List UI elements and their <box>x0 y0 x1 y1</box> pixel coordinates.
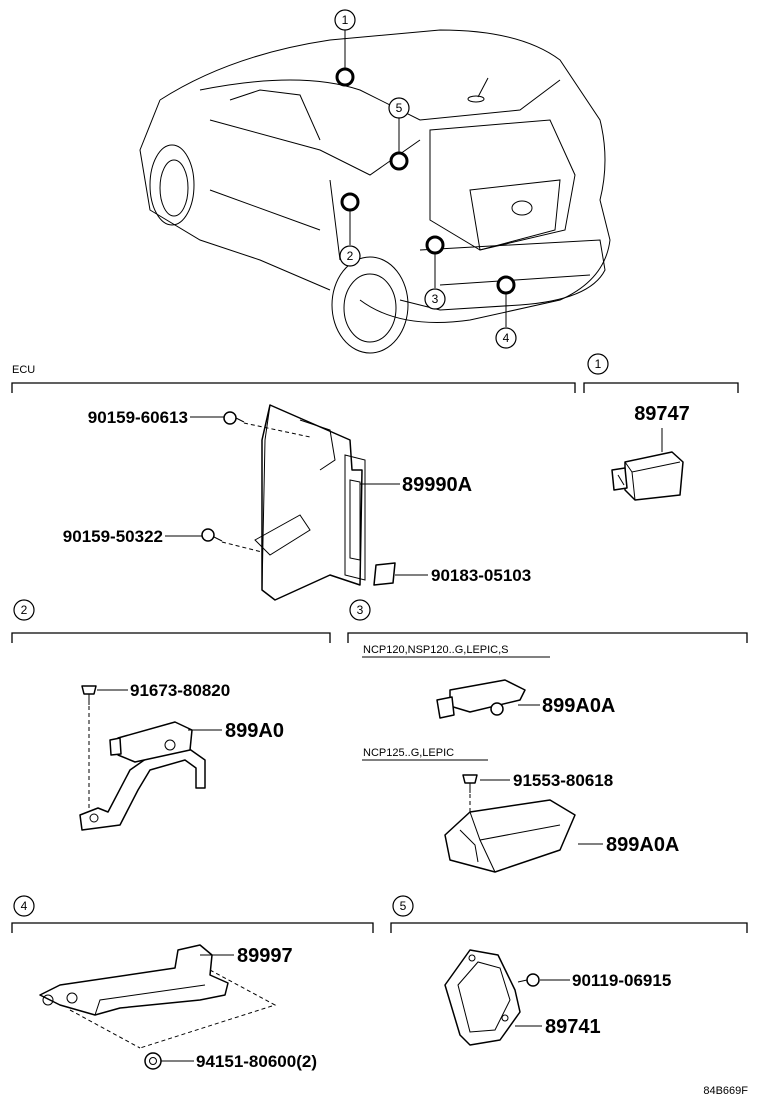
location-marker-4 <box>496 275 516 295</box>
part-number-91673-80820: 91673-80820 <box>130 681 230 700</box>
section-2-ref: 2 <box>21 603 28 617</box>
module-89741 <box>444 949 521 1046</box>
part-number-899a0: 899A0 <box>225 720 284 742</box>
section-1-ref: 1 <box>595 357 602 371</box>
sensor-89997 <box>39 944 229 1016</box>
part-number-899a0a-a: 899A0A <box>542 695 615 717</box>
part-number-90159-50322: 90159-50322 <box>63 527 163 546</box>
svg-text:4: 4 <box>503 331 510 345</box>
section-5: 5 90119-06915 89741 <box>390 895 748 1046</box>
part-number-91553-80618: 91553-80618 <box>513 771 613 790</box>
ecu-clip <box>373 562 396 586</box>
part-number-89747: 89747 <box>634 403 690 425</box>
screw-icon-upper <box>223 411 245 425</box>
section-3-ref: 3 <box>357 603 364 617</box>
sensor-89747 <box>624 451 684 501</box>
part-number-90183-05103: 90183-05103 <box>431 566 531 585</box>
nut-icon-90119 <box>517 973 540 987</box>
vehicle-callout-2: 2 <box>339 245 361 267</box>
part-number-89741: 89741 <box>545 1016 601 1038</box>
section-ecu-title: ECU <box>12 364 35 376</box>
svg-text:1: 1 <box>342 13 349 27</box>
vehicle-callout-4: 4 <box>495 327 517 349</box>
variant-label-ncp125: NCP125..G,LEPIC <box>363 747 454 759</box>
section-ecu: ECU 90159-60613 90159-50322 89990A 90183… <box>11 364 576 601</box>
part-number-94151-80600: 94151-80600(2) <box>196 1052 317 1071</box>
bracket-899a0 <box>79 747 206 831</box>
unit-899a0a-ncp120 <box>449 679 526 713</box>
section-4-ref: 4 <box>21 899 28 913</box>
ecu-module <box>261 404 363 601</box>
vehicle-callout-3: 3 <box>424 288 446 310</box>
location-marker-5 <box>389 151 409 171</box>
section-1: 1 89747 <box>583 353 739 501</box>
vehicle-callout-1: 1 <box>334 9 356 31</box>
vehicle-callout-5: 5 <box>388 97 410 119</box>
svg-text:5: 5 <box>396 101 403 115</box>
part-number-899a0a-b: 899A0A <box>606 834 679 856</box>
section-3: 3 NCP120,NSP120..G,LEPIC,S 899A0A NCP125… <box>347 599 748 873</box>
part-number-90119-06915: 90119-06915 <box>572 971 671 990</box>
part-number-89990a: 89990A <box>402 474 472 496</box>
location-marker-1 <box>335 67 355 87</box>
nut-icon-94151 <box>144 1052 162 1070</box>
screw-icon-lower <box>201 528 223 542</box>
section-2: 2 91673-80820 899A0 <box>11 599 331 831</box>
svg-text:3: 3 <box>432 292 439 306</box>
vehicle-illustration: 1 2 3 4 5 <box>139 9 611 354</box>
variant-label-ncp120: NCP120,NSP120..G,LEPIC,S <box>363 644 509 656</box>
bolt-icon-91673 <box>81 685 97 705</box>
part-number-90159-60613: 90159-60613 <box>88 408 188 427</box>
section-4: 4 89997 94151-80600(2) <box>11 895 374 1071</box>
location-marker-3 <box>425 235 445 255</box>
unit-899a0a-ncp125 <box>444 799 576 873</box>
section-5-ref: 5 <box>400 899 407 913</box>
bolt-icon-91553 <box>462 774 478 793</box>
svg-text:2: 2 <box>347 249 354 263</box>
part-number-89997: 89997 <box>237 945 293 967</box>
location-marker-2 <box>340 192 360 212</box>
diagram-code: 84B669F <box>703 1085 748 1097</box>
